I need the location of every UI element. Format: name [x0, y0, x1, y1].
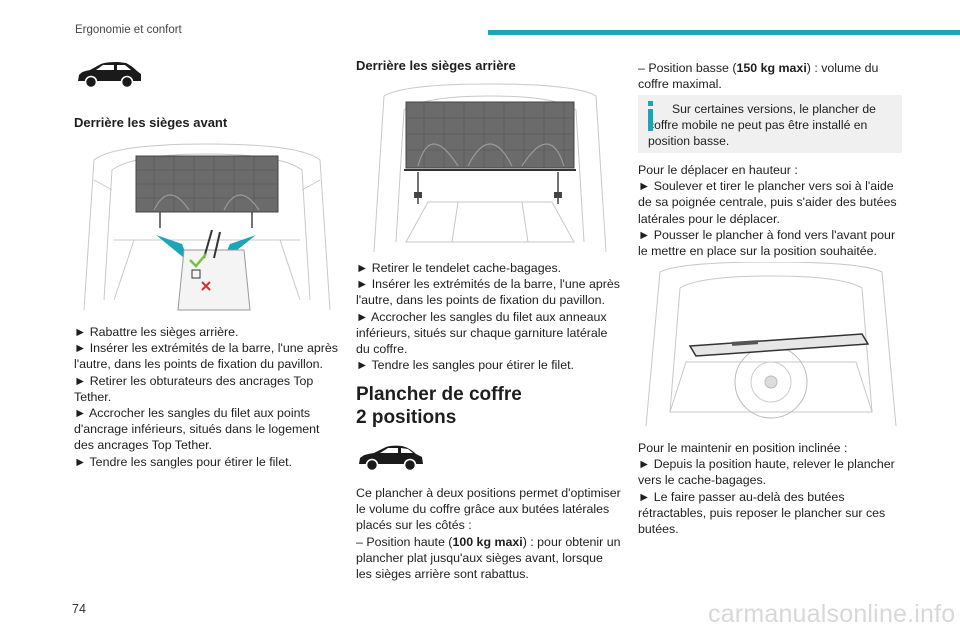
step: ► Tendre les sangles pour étirer le file…	[356, 358, 574, 373]
floor-intro-text: Ce plancher à deux positions permet d'op…	[356, 486, 621, 533]
front-seats-steps: ► Rabattre les sièges arrière. ► Insérer…	[74, 324, 340, 470]
car-suv-icon	[78, 62, 141, 89]
step: ► Retirer les obturateurs des ancrages T…	[74, 373, 314, 404]
low-position-load: 150 kg maxi	[736, 61, 807, 75]
incline-title: Pour le maintenir en position inclinée :	[638, 441, 848, 455]
text-fragment: – Position basse (	[638, 61, 737, 75]
floor-intro: Ce plancher à deux positions permet d'op…	[356, 485, 622, 582]
trunk-net-front-figure	[83, 143, 331, 311]
car-coupe-icon	[359, 445, 423, 472]
step: ► Tendre les sangles pour étirer le file…	[74, 454, 292, 469]
step: ► Soulever et tirer le plancher vers soi…	[638, 179, 897, 226]
step: ► Accrocher les sangles du filet aux ann…	[356, 309, 608, 357]
heading-behind-front-seats: Derrière les sièges avant	[74, 115, 228, 130]
step: ► Accrocher les sangles du filet aux poi…	[74, 406, 320, 453]
move-instructions: Pour le déplacer en hauteur : ► Soulever…	[638, 162, 904, 259]
low-position-text: – Position basse (150 kg maxi) : volume …	[638, 60, 904, 92]
low-position-line: – Position basse (150 kg maxi) : volume …	[638, 60, 904, 92]
trunk-net-rear-figure	[373, 83, 607, 253]
step: ► Retirer le tendelet cache-bagages.	[356, 261, 562, 275]
step: ► Insérer les extrémités de la barre, l'…	[74, 341, 338, 372]
heading-behind-rear-seats: Derrière les sièges arrière	[356, 58, 516, 73]
header-title: Ergonomie et confort	[75, 24, 182, 36]
section-title-line: Plancher de coffre	[356, 384, 522, 405]
step: ► Depuis la position haute, relever le p…	[638, 457, 895, 488]
text-fragment: ) : pour obtenir un plancher plat jusqu'…	[356, 534, 621, 582]
high-position-load: 100 kg maxi	[452, 534, 523, 549]
info-note-text: Sur certaines versions, le plancher de c…	[648, 102, 876, 149]
info-note: Sur certaines versions, le plancher de c…	[638, 95, 902, 153]
step: ► Le faire passer au-delà des butées rét…	[638, 489, 886, 537]
step: ► Insérer les extrémités de la barre, l'…	[356, 277, 620, 308]
info-icon	[648, 101, 653, 131]
section-title-line: 2 positions	[356, 407, 457, 428]
trunk-floor-figure	[645, 262, 897, 427]
step: ► Pousser le plancher à fond vers l'avan…	[638, 227, 896, 259]
high-position-text: – Position haute (100 kg maxi) : pour ob…	[356, 534, 622, 583]
section-title-floor: Plancher de coffre 2 positions	[356, 383, 522, 429]
watermark: carmanualsonline.info	[708, 600, 956, 628]
header-accent-rule	[488, 30, 960, 35]
rear-seats-steps: ► Retirer le tendelet cache-bagages. ► I…	[356, 260, 622, 373]
move-title: Pour le déplacer en hauteur :	[638, 163, 798, 177]
text-fragment: ) : volume du coffre maximal.	[638, 61, 879, 92]
step: ► Rabattre les sièges arrière.	[74, 325, 239, 339]
page-number: 74	[72, 602, 86, 616]
incline-instructions: Pour le maintenir en position inclinée :…	[638, 440, 904, 537]
text-fragment: – Position haute (	[356, 534, 453, 549]
